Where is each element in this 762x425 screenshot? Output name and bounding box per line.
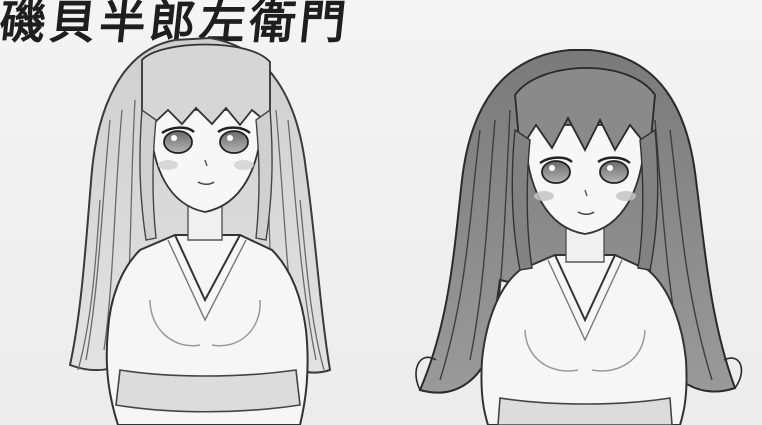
right-blush [534,191,554,201]
right-face [524,124,646,235]
left-eyes [161,126,251,154]
left-obi [115,369,301,413]
left-bangs [141,43,271,127]
right-collar [554,254,616,323]
right-bangs [514,67,656,153]
right-figure [415,49,743,425]
right-eyes [539,156,631,184]
right-mouth [577,211,595,216]
right-obi [497,397,673,425]
left-figure [68,36,332,425]
left-blush [158,160,178,170]
left-collar [174,234,241,303]
left-mouth [197,181,215,186]
